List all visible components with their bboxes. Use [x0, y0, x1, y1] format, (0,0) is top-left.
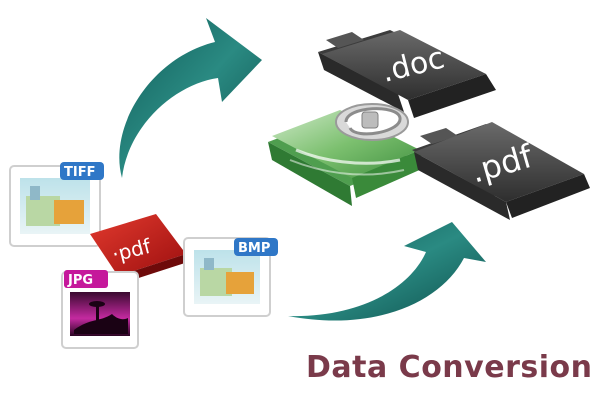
jpg-file-icon: JPG: [61, 270, 139, 349]
pdf-folder-icon: .pdf: [412, 122, 590, 220]
bmp-file-icon: BMP: [183, 237, 278, 317]
top-curved-arrow-icon: [119, 18, 262, 178]
tiff-file-icon: TIFF: [9, 162, 104, 247]
bmp-badge: BMP: [238, 241, 270, 256]
green-folder-icon: [268, 110, 424, 206]
bottom-curved-arrow-icon: [288, 222, 486, 321]
doc-folder-icon: .doc: [318, 30, 496, 118]
tiff-badge: TIFF: [64, 165, 95, 180]
caption-title: Data Conversion: [306, 350, 593, 385]
pdf-tag-icon: ·pdf: [90, 214, 188, 284]
jpg-badge: JPG: [67, 273, 93, 288]
office-logo-icon: [335, 103, 409, 141]
